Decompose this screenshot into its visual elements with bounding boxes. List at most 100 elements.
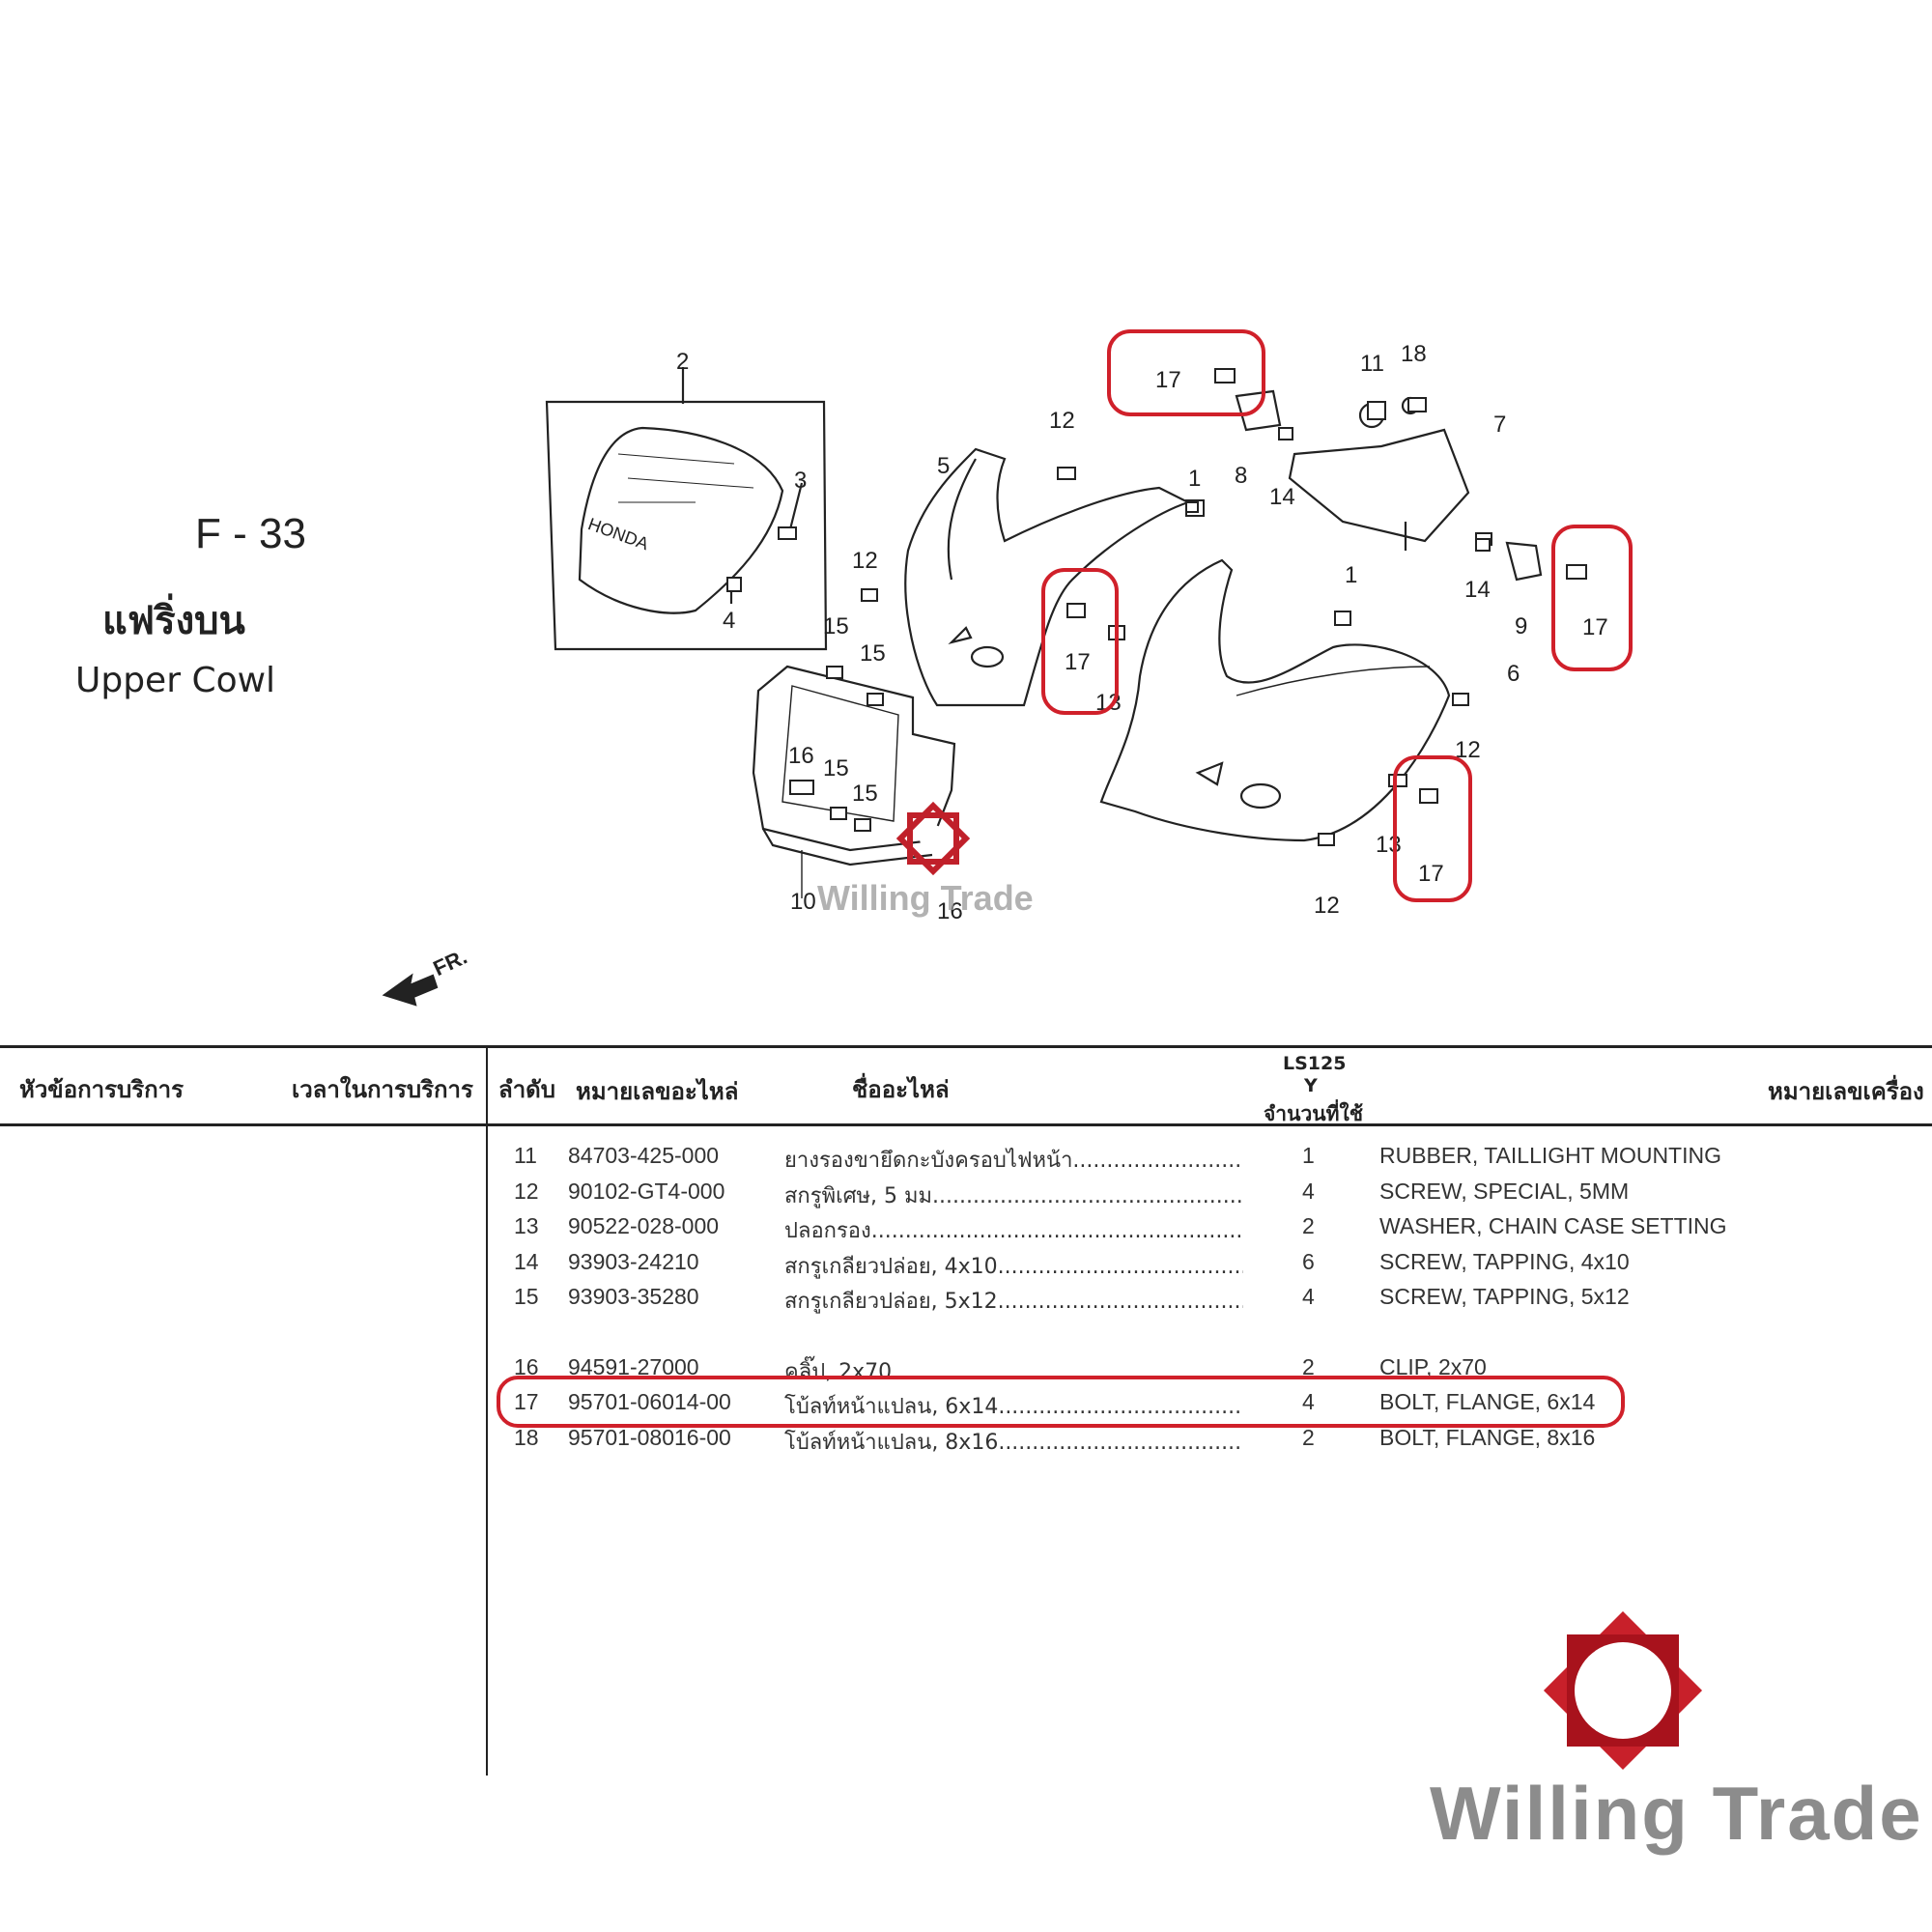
exploded-parts-diagram: HONDA — [382, 329, 1633, 1007]
table-row: 13 90522-028-000 ปลอกรอง................… — [0, 1213, 1932, 1248]
row-name-english: RUBBER, TAILLIGHT MOUNTING — [1379, 1143, 1721, 1168]
row-part-no: 93903-35280 — [568, 1284, 699, 1309]
callout-2: 2 — [676, 349, 689, 375]
callout-numbers: 2 3 4 5 12 1 17 8 14 11 18 7 12 15 15 17… — [676, 341, 1608, 924]
row-no: 13 — [514, 1213, 539, 1238]
callout-10: 10 — [790, 889, 816, 915]
header-part-name: ชื่ออะไหล่ — [852, 1076, 950, 1103]
front-direction-arrow — [382, 973, 439, 1007]
callout-12: 12 — [1049, 408, 1075, 434]
callout-6: 6 — [1507, 661, 1520, 687]
table-row: 11 84703-425-000 ยางรองขายึดกะบังครอบไฟห… — [0, 1143, 1932, 1178]
bracket-8-part — [1235, 389, 1282, 432]
table-row: 18 95701-08016-00 โบ้ลท์หน้าแปลน, 8x16..… — [0, 1425, 1932, 1460]
row-name-thai: สกรูเกลียวปล่อย, 5x12...................… — [784, 1290, 1243, 1314]
table-row: 14 93903-24210 สกรูเกลียวปล่อย, 4x10....… — [0, 1249, 1932, 1284]
row-qty: 4 — [1302, 1389, 1315, 1414]
highlight-17-bottom — [1393, 755, 1472, 902]
row-no: 14 — [514, 1249, 539, 1274]
row-no: 17 — [514, 1389, 539, 1414]
windshield-part: HONDA — [545, 400, 828, 651]
callout-14: 14 — [1269, 484, 1295, 510]
table-row: 16 94591-27000 คลิ๊ป, 2x70..............… — [0, 1354, 1932, 1389]
watermark-logo — [1543, 1610, 1703, 1771]
watermark-small: Willing Trade — [817, 801, 1034, 918]
row-no: 16 — [514, 1354, 539, 1379]
callout-14b: 14 — [1464, 577, 1491, 603]
mounting-bracket-part — [1288, 396, 1470, 551]
watermark-large-text: Willing Trade — [1430, 1771, 1923, 1856]
row-name-english: BOLT, FLANGE, 8x16 — [1379, 1425, 1596, 1450]
callout-15c: 15 — [823, 755, 849, 781]
page-code: F - 33 — [195, 510, 306, 557]
callout-17: 17 — [1155, 367, 1181, 393]
header-service-time: เวลาในการบริการ — [292, 1076, 473, 1103]
upper-cowl-part — [904, 447, 1191, 707]
row-name-thai: สกรูเกลียวปล่อย, 4x10...................… — [784, 1255, 1243, 1279]
row-no: 11 — [514, 1143, 537, 1168]
header-model: LS125 — [1283, 1053, 1347, 1074]
callout-17b: 17 — [1065, 649, 1091, 675]
row-no: 12 — [514, 1179, 539, 1204]
page-title-thai: แฟริ่งบน — [102, 599, 245, 643]
callout-1b: 1 — [1345, 562, 1357, 588]
callout-12d: 12 — [1314, 893, 1340, 919]
row-qty: 4 — [1302, 1284, 1315, 1309]
row-qty: 4 — [1302, 1179, 1315, 1204]
row-name-thai: ปลอกรอง.................................… — [784, 1219, 1243, 1243]
bracket-9-part — [1505, 541, 1543, 582]
table-row-highlighted: 17 95701-06014-00 โบ้ลท์หน้าแปลน, 6x14..… — [0, 1389, 1932, 1424]
windshield-logo: HONDA — [585, 514, 651, 554]
header-model-year: Y — [1304, 1075, 1318, 1096]
callout-12b: 12 — [852, 548, 878, 574]
row-name-english: SCREW, TAPPING, 4x10 — [1379, 1249, 1630, 1274]
row-part-no: 94591-27000 — [568, 1354, 699, 1379]
row-name-english: BOLT, FLANGE, 6x14 — [1379, 1389, 1596, 1414]
header-part-no: หมายเลขอะไหล่ — [576, 1078, 739, 1105]
side-cowl-part — [1099, 558, 1451, 842]
row-name-thai: ยางรองขายึดกะบังครอบไฟหน้า..............… — [784, 1149, 1242, 1173]
row-part-no: 84703-425-000 — [568, 1143, 720, 1168]
highlight-17-right — [1551, 525, 1633, 671]
front-direction-label: FR. — [430, 945, 471, 981]
watermark-small-text: Willing Trade — [817, 878, 1034, 918]
header-service-topic: หัวข้อการบริการ — [19, 1076, 185, 1103]
table-row: 12 90102-GT4-000 สกรูพิเศษ, 5 มม........… — [0, 1179, 1932, 1213]
highlight-boxes — [1041, 329, 1633, 902]
callout-16: 16 — [788, 743, 814, 769]
highlight-17-middle — [1041, 568, 1119, 715]
row-qty: 6 — [1302, 1249, 1315, 1274]
callout-5: 5 — [937, 453, 950, 479]
header-ref-no: ลำดับ — [498, 1076, 556, 1103]
callout-3: 3 — [794, 468, 807, 494]
row-name-thai: โบ้ลท์หน้าแปลน, 6x14....................… — [784, 1395, 1243, 1419]
page-title-english: Upper Cowl — [75, 661, 276, 700]
row-part-no: 95701-08016-00 — [568, 1425, 731, 1450]
callout-15d: 15 — [852, 781, 878, 807]
row-part-no: 95701-06014-00 — [568, 1389, 731, 1414]
callout-13b: 13 — [1376, 832, 1402, 858]
table-top-rule — [0, 1045, 1932, 1048]
row-name-english: SCREW, SPECIAL, 5MM — [1379, 1179, 1630, 1204]
row-name-english: WASHER, CHAIN CASE SETTING — [1379, 1213, 1727, 1238]
callout-7: 7 — [1493, 412, 1506, 438]
callout-1: 1 — [1188, 466, 1201, 492]
row-name-thai: คลิ๊ป, 2x70.............................… — [784, 1360, 1243, 1384]
row-qty: 2 — [1302, 1213, 1315, 1238]
callout-8: 8 — [1235, 463, 1247, 489]
row-part-no: 90522-028-000 — [568, 1213, 720, 1238]
callout-4: 4 — [723, 608, 735, 634]
highlight-row-17 — [497, 1376, 1625, 1428]
highlight-17-top — [1107, 329, 1265, 416]
callout-16b: 16 — [937, 898, 963, 924]
row-qty: 2 — [1302, 1425, 1315, 1450]
row-qty: 2 — [1302, 1354, 1315, 1379]
row-name-thai: โบ้ลท์หน้าแปลน, 8x16....................… — [784, 1431, 1243, 1455]
row-no: 15 — [514, 1284, 539, 1309]
header-qty: จำนวนที่ใช้ — [1264, 1102, 1363, 1125]
callout-17c: 17 — [1582, 614, 1608, 640]
callout-17d: 17 — [1418, 861, 1444, 887]
table-header-rule — [0, 1123, 1932, 1126]
callout-11: 11 — [1360, 351, 1384, 377]
callout-15b: 15 — [860, 640, 886, 667]
